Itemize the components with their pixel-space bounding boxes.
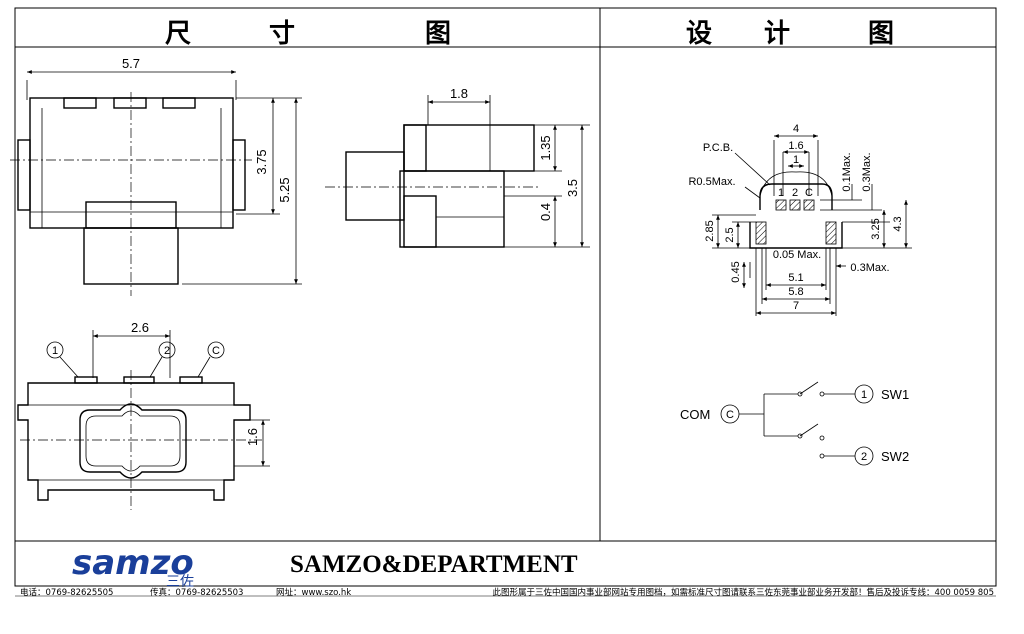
company-logo: samzo <box>72 543 194 583</box>
dim-side-pin-height: 0.4 <box>538 203 553 221</box>
pcb-dim-2-5: 2.5 <box>724 227 736 242</box>
bottom-pin-label-2: 2 <box>164 345 170 357</box>
dim-bottom-offset: 1.6 <box>245 428 260 446</box>
pcb-radius-label: R0.5Max. <box>688 176 735 188</box>
pcb-dim-3-25: 3.25 <box>870 218 882 239</box>
dim-top-width: 5.7 <box>122 56 140 71</box>
bottom-pin-label-c: C <box>212 345 220 357</box>
pcb-label: P.C.B. <box>703 142 733 154</box>
pcb-dim-0-45: 0.45 <box>730 261 742 282</box>
pcb-dim-0-3max-gap: 0.3Max. <box>850 262 889 274</box>
circuit-sw1-label: SW1 <box>881 387 909 402</box>
pad-label-c: C <box>805 187 813 199</box>
circuit-sw2-symbol: 2 <box>861 451 867 463</box>
dim-side-total-height: 3.5 <box>565 179 580 197</box>
footer-phone: 电话：0769-82625505 <box>20 587 113 598</box>
footer-website: 网址：www.szo.hk <box>276 587 351 598</box>
pad-label-1: 1 <box>778 187 784 199</box>
pcb-dim-2-85: 2.85 <box>704 220 716 241</box>
pcb-dim-1-6: 1.6 <box>788 140 803 152</box>
design-drawing-title: 设 计 图 <box>686 19 894 49</box>
circuit-com-label: COM <box>680 407 710 422</box>
top-view: 5.7 3.75 5.25 <box>10 56 302 296</box>
drawing-frame <box>14 7 997 597</box>
dim-side-top-height: 1.35 <box>538 135 553 160</box>
department-name: SAMZO&DEPARTMENT <box>290 551 578 578</box>
dimension-drawing-title: 尺 寸 图 <box>165 19 451 49</box>
pad-label-2: 2 <box>792 187 798 199</box>
pcb-dim-4: 4 <box>793 123 799 135</box>
pcb-dim-0-3max: 0.3Max. <box>861 152 873 191</box>
pcb-dim-0-1max: 0.1Max. <box>841 152 853 191</box>
bottom-pin-label-1: 1 <box>52 345 58 357</box>
dim-top-inner-height: 3.75 <box>254 149 269 174</box>
company-logo-sub: 三佐 <box>166 574 194 590</box>
pcb-dim-7: 7 <box>793 300 799 312</box>
footer: samzo 三佐 SAMZO&DEPARTMENT 电话：0769-826255… <box>20 543 994 598</box>
dim-bottom-pin-spacing: 2.6 <box>131 320 149 335</box>
footer-notice: 此图形属于三佐中国国内事业部网站专用图档，如需标准尺寸图请联系三佐东莞事业部业务… <box>493 587 995 598</box>
bottom-view: 2.6 1 2 C 1.6 <box>17 320 270 510</box>
dim-top-total-height: 5.25 <box>277 177 292 202</box>
pcb-dim-1: 1 <box>793 154 799 166</box>
pcb-dim-5-1: 5.1 <box>788 272 803 284</box>
circuit-sw2-label: SW2 <box>881 449 909 464</box>
circuit-sw1-symbol: 1 <box>861 389 867 401</box>
pcb-dim-5-8: 5.8 <box>788 286 803 298</box>
circuit-com-symbol: C <box>726 409 734 421</box>
circuit-diagram: COM C 1 SW1 2 SW2 <box>680 381 909 466</box>
pcb-dim-0-05max: 0.05 Max. <box>773 249 821 261</box>
dim-side-pin-width: 1.8 <box>450 86 468 101</box>
footer-fax: 传真：0769-82625503 <box>150 587 243 598</box>
side-view: 1.8 1.35 3.5 0.4 <box>325 86 590 248</box>
pcb-dim-4-3: 4.3 <box>892 216 904 231</box>
pcb-layout: 4 1.6 1 P.C.B. R0.5Max. 1 2 C 0.1Max. 0.… <box>688 123 912 316</box>
